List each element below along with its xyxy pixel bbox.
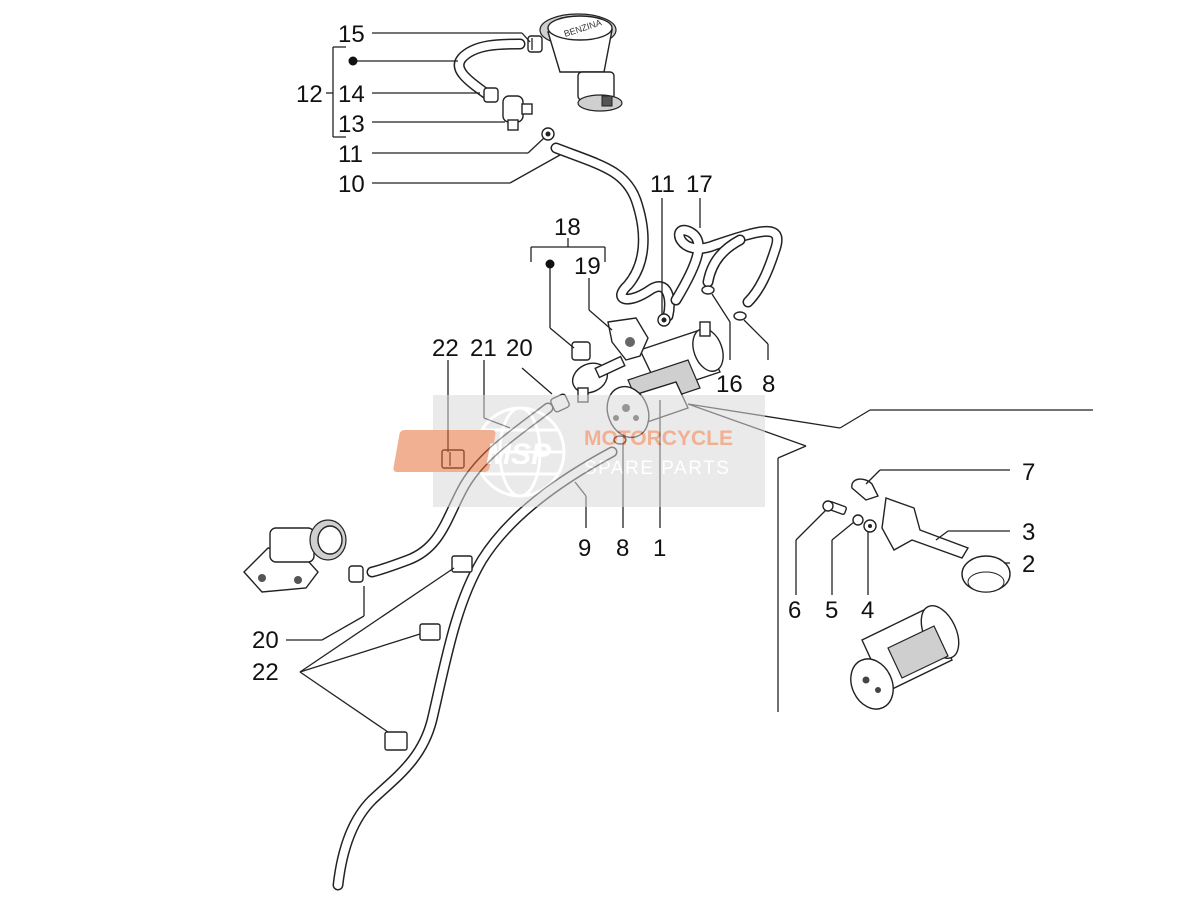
watermark-line2: SPARE PARTS (584, 458, 730, 479)
label-14: 14 (338, 81, 365, 108)
washer-4 (863, 519, 877, 533)
label-17: 17 (686, 171, 713, 198)
label-6: 6 (788, 597, 801, 624)
clip-22-b (451, 555, 473, 573)
hose-9 (332, 446, 618, 891)
label-5: 5 (825, 597, 838, 624)
fuel-cap-assembly: BENZINA (539, 13, 623, 112)
label-3: 3 (1022, 519, 1035, 546)
clamp-20-left (348, 565, 364, 583)
label-10: 10 (338, 171, 365, 198)
clip-11-middle (657, 313, 671, 327)
label-9: 9 (578, 535, 591, 562)
hose-breather-top (453, 38, 526, 101)
label-15: 15 (338, 21, 365, 48)
valve-13 (502, 95, 533, 131)
clamp-7 (851, 478, 879, 501)
watermark-globe-icon (474, 406, 566, 498)
watermark-logo-box (393, 430, 496, 472)
bracket-3 (881, 497, 970, 559)
label-8-right: 8 (762, 371, 775, 398)
label-16: 16 (716, 371, 743, 398)
label-22-top: 22 (432, 335, 459, 362)
label-7: 7 (1022, 459, 1035, 486)
bracket-19 (607, 317, 649, 361)
label-20-middle: 20 (506, 335, 533, 362)
label-11-top: 11 (338, 141, 363, 168)
watermark-logo-text: MSP (486, 438, 552, 471)
band-2 (961, 555, 1011, 593)
watermark-line1: MOTORCYCLE (584, 427, 733, 450)
label-12: 12 (296, 81, 323, 108)
label-1: 1 (653, 535, 666, 562)
clip-11-top (541, 127, 555, 141)
label-8-lower: 8 (616, 535, 629, 562)
throttle-body (243, 519, 347, 593)
o-ring-8-right (733, 311, 747, 321)
clamp-14 (483, 87, 499, 103)
clamp-15 (527, 35, 543, 53)
clip-22-c (419, 623, 441, 641)
label-21: 21 (470, 335, 497, 362)
bullet-dot-12 (348, 56, 358, 66)
bullet-dot-18 (545, 259, 555, 269)
label-2: 2 (1022, 551, 1035, 578)
watermark: MSP MOTORCYCLE SPARE PARTS (393, 395, 765, 507)
label-19: 19 (574, 253, 601, 280)
label-22-group: 22 (252, 659, 279, 686)
label-13: 13 (338, 111, 365, 138)
washer-5 (852, 514, 864, 526)
clip-22-d (384, 731, 408, 751)
label-20-left: 20 (252, 627, 279, 654)
o-ring-16 (701, 285, 715, 295)
label-11-middle: 11 (650, 171, 675, 198)
callout-labels: 15 12 14 13 11 10 11 17 18 19 22 21 20 1… (252, 21, 1035, 686)
label-4: 4 (861, 597, 874, 624)
hose-10 (550, 142, 675, 322)
screw-6 (822, 500, 847, 515)
label-18: 18 (554, 214, 581, 241)
hose-17 (670, 224, 783, 308)
fuel-pump-detail (850, 605, 960, 710)
